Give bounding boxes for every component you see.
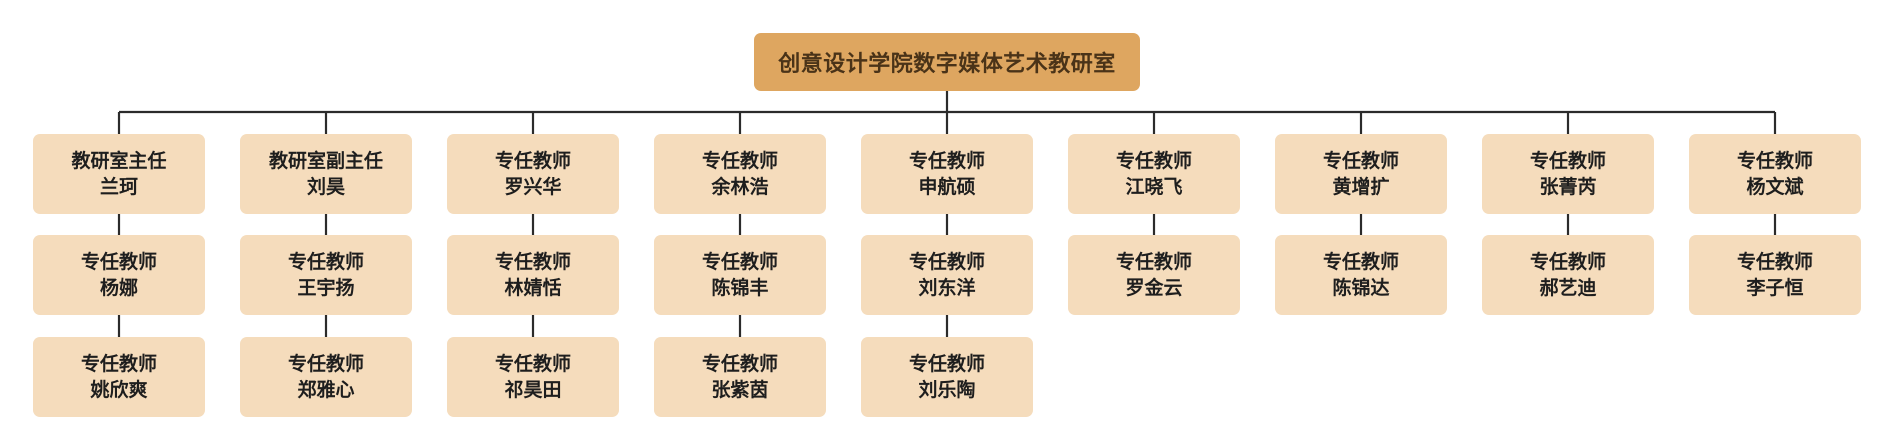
member-name: 祁昊田	[504, 379, 562, 401]
member-node: 专任教师姚欣爽	[33, 337, 205, 417]
member-node: 专任教师王宇扬	[240, 235, 412, 315]
member-name: 黄增扩	[1332, 176, 1390, 198]
member-name: 罗兴华	[504, 176, 562, 198]
member-name: 王宇扬	[297, 277, 355, 299]
member-node: 专任教师张紫茵	[654, 337, 826, 417]
member-role: 专任教师	[494, 353, 571, 375]
member-node: 专任教师余林浩	[654, 134, 826, 214]
member-role: 专任教师	[701, 353, 778, 375]
member-node: 专任教师刘东洋	[861, 235, 1033, 315]
member-role: 专任教师	[1322, 150, 1399, 172]
member-name: 郝艺迪	[1539, 277, 1597, 299]
member-name: 李子恒	[1746, 277, 1804, 299]
member-role: 专任教师	[80, 251, 157, 273]
member-name: 张菁芮	[1539, 176, 1597, 198]
member-name: 兰珂	[99, 176, 138, 198]
member-name: 刘昊	[306, 176, 345, 198]
member-node: 专任教师陈锦丰	[654, 235, 826, 315]
member-node: 教研室主任兰珂	[33, 134, 205, 214]
root-node: 创意设计学院数字媒体艺术教研室	[754, 33, 1140, 91]
member-role: 专任教师	[1529, 150, 1606, 172]
member-node: 专任教师申航硕	[861, 134, 1033, 214]
member-node: 专任教师罗金云	[1068, 235, 1240, 315]
member-role: 专任教师	[908, 150, 985, 172]
member-role: 教研室主任	[71, 150, 167, 172]
member-role: 专任教师	[908, 251, 985, 273]
member-node: 专任教师罗兴华	[447, 134, 619, 214]
member-name: 杨娜	[99, 277, 138, 299]
member-node: 专任教师刘乐陶	[861, 337, 1033, 417]
member-name: 林婧恬	[504, 277, 562, 299]
member-name: 陈锦达	[1332, 277, 1390, 299]
member-name: 杨文斌	[1746, 176, 1804, 198]
member-role: 教研室副主任	[268, 150, 383, 172]
member-node: 专任教师张菁芮	[1482, 134, 1654, 214]
member-role: 专任教师	[494, 251, 571, 273]
member-name: 郑雅心	[297, 379, 355, 401]
member-node: 专任教师林婧恬	[447, 235, 619, 315]
member-name: 罗金云	[1125, 277, 1183, 299]
member-role: 专任教师	[701, 150, 778, 172]
member-role: 专任教师	[908, 353, 985, 375]
member-node: 专任教师杨娜	[33, 235, 205, 315]
member-node: 专任教师郝艺迪	[1482, 235, 1654, 315]
member-role: 专任教师	[494, 150, 571, 172]
member-node: 专任教师杨文斌	[1689, 134, 1861, 214]
member-name: 陈锦丰	[711, 277, 769, 299]
member-role: 专任教师	[1529, 251, 1606, 273]
member-role: 专任教师	[80, 353, 157, 375]
root-title: 创意设计学院数字媒体艺术教研室	[778, 52, 1116, 77]
member-node: 专任教师祁昊田	[447, 337, 619, 417]
member-name: 刘乐陶	[918, 379, 976, 401]
member-node: 教研室副主任刘昊	[240, 134, 412, 214]
member-role: 专任教师	[1115, 150, 1192, 172]
member-role: 专任教师	[1322, 251, 1399, 273]
member-role: 专任教师	[287, 251, 364, 273]
member-node: 专任教师江晓飞	[1068, 134, 1240, 214]
member-role: 专任教师	[1736, 150, 1813, 172]
member-node: 专任教师郑雅心	[240, 337, 412, 417]
member-name: 姚欣爽	[90, 379, 148, 401]
member-role: 专任教师	[701, 251, 778, 273]
member-role: 专任教师	[1115, 251, 1192, 273]
member-role: 专任教师	[1736, 251, 1813, 273]
member-name: 余林浩	[711, 176, 769, 198]
member-name: 刘东洋	[918, 277, 976, 299]
member-name: 张紫茵	[711, 379, 769, 401]
member-name: 申航硕	[918, 176, 976, 198]
member-node: 专任教师黄增扩	[1275, 134, 1447, 214]
member-node: 专任教师李子恒	[1689, 235, 1861, 315]
member-name: 江晓飞	[1125, 176, 1183, 198]
member-role: 专任教师	[287, 353, 364, 375]
member-node: 专任教师陈锦达	[1275, 235, 1447, 315]
